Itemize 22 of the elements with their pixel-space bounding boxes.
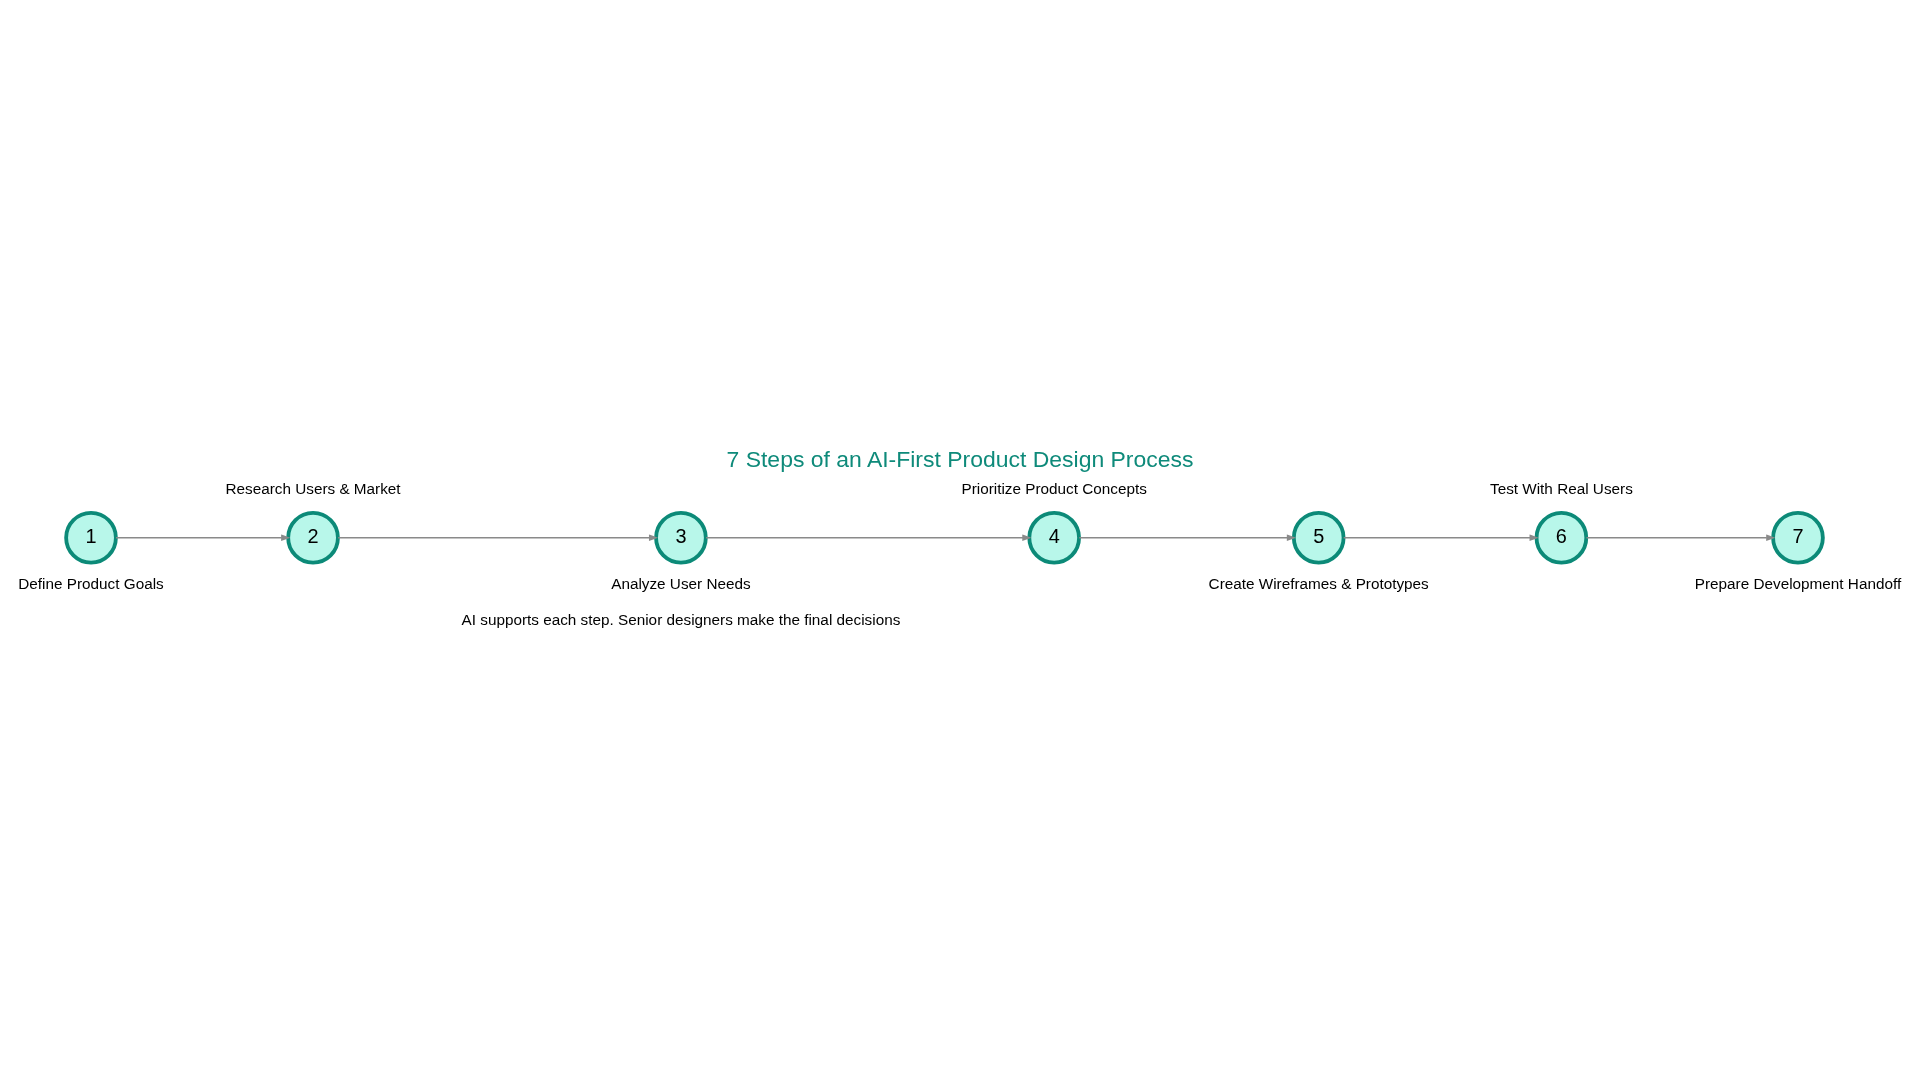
node-circle: 2	[286, 510, 340, 565]
diagram-title: 7 Steps of an AI-First Product Design Process	[726, 445, 1194, 472]
arrow	[705, 534, 1032, 541]
node-label: Test With Real Users	[1489, 480, 1633, 498]
node-label: Define Product Goals	[18, 575, 164, 592]
arrow	[337, 534, 659, 541]
arrow	[1585, 534, 1776, 541]
node-label: Prepare Development Handoff	[1694, 575, 1902, 592]
node-label: Prioritize Product Concepts	[961, 480, 1147, 498]
node-circle: 5	[1291, 510, 1346, 565]
arrow	[1078, 534, 1297, 541]
node-label: Research Users & Market	[225, 480, 401, 498]
node-circle: 4	[1027, 510, 1081, 565]
arrow	[115, 534, 291, 541]
node-label: Create Wireframes & Prototypes	[1208, 575, 1429, 592]
node-circle: 7	[1771, 510, 1825, 565]
node-circle: 6	[1534, 510, 1589, 565]
node-circle: 1	[64, 510, 118, 565]
label: AI supports each step. Senior designers make the final decisions	[461, 610, 901, 628]
node-circle: 3	[654, 510, 708, 565]
node-label: Analyze User Needs	[611, 575, 751, 592]
arrow	[1342, 534, 1539, 541]
